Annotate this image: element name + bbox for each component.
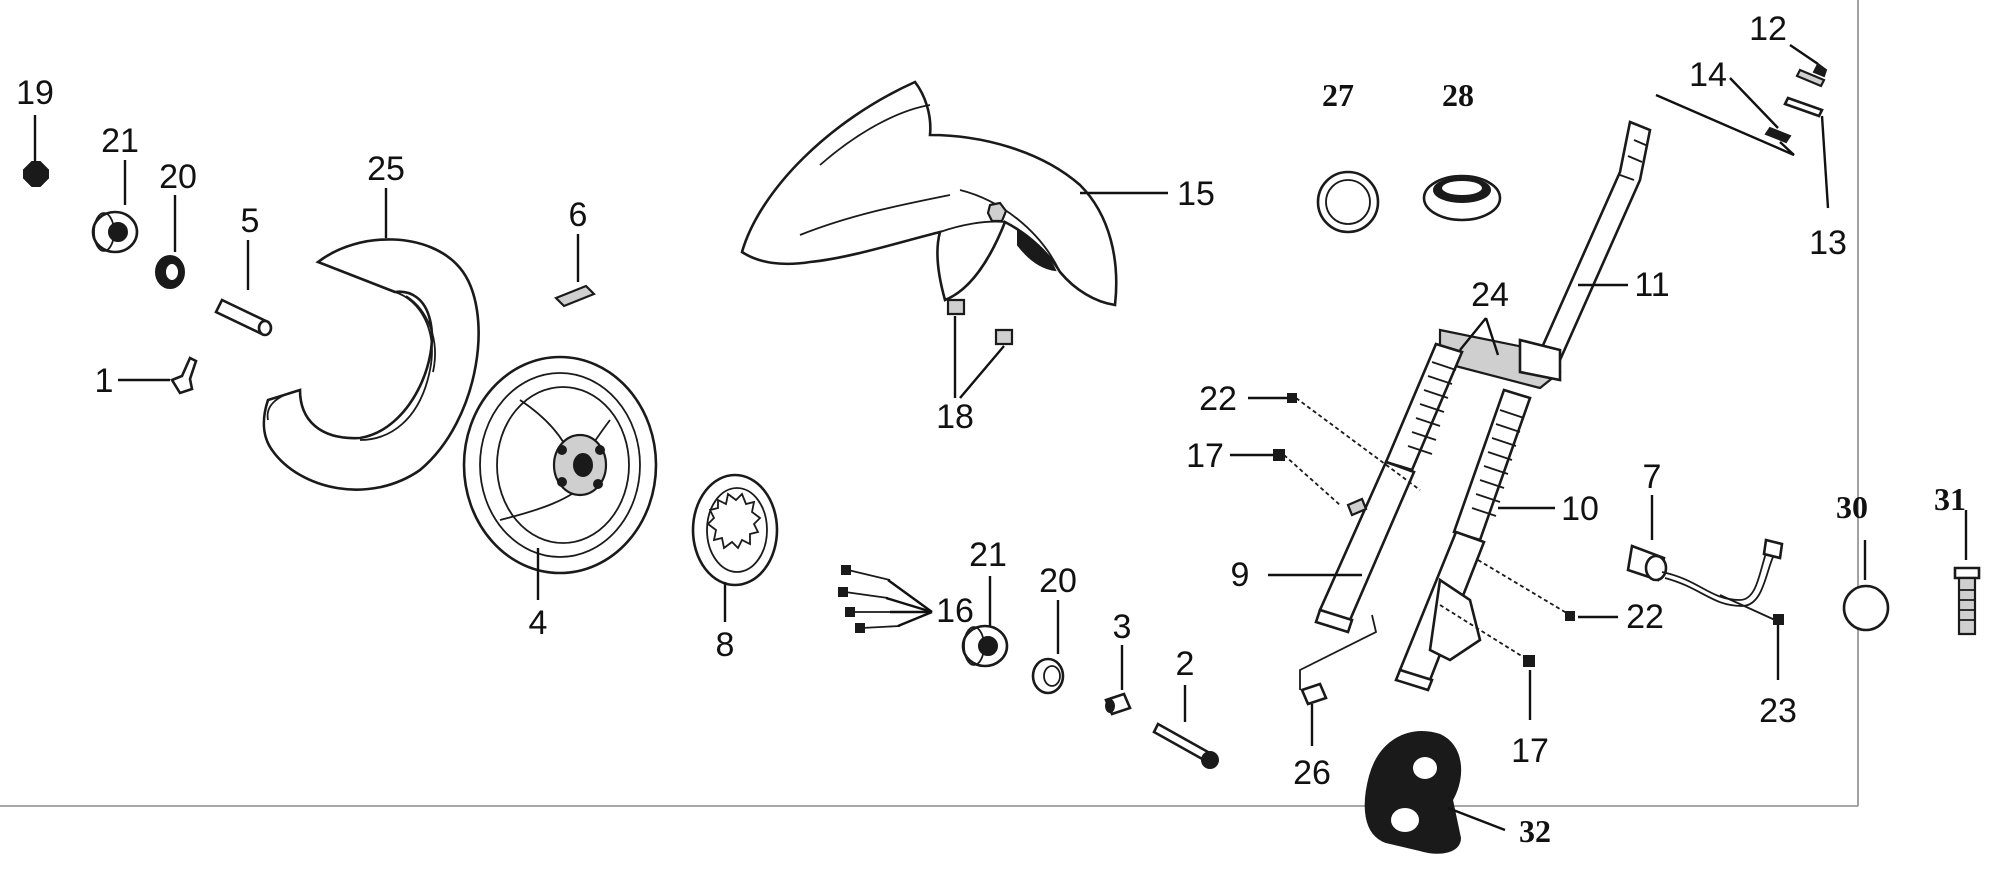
label-21-left: 21: [101, 122, 139, 160]
label-31: 31: [1934, 481, 1966, 517]
label-13: 13: [1809, 224, 1847, 262]
part-13-washer: [1783, 96, 1830, 209]
label-26: 26: [1293, 754, 1331, 792]
part-32-bracket: [1364, 731, 1506, 854]
label-5: 5: [241, 202, 260, 240]
label-20-left: 20: [159, 158, 197, 196]
part-9-fork-leg-left: [1268, 342, 1464, 634]
part-5-axle-sleeve: [214, 240, 273, 337]
label-20-right: 20: [1039, 562, 1077, 600]
label-3: 3: [1113, 608, 1132, 646]
part-21-bearing-right: [961, 576, 1009, 668]
part-20-spacer-left: [155, 195, 185, 289]
part-14-cotter: [1655, 77, 1795, 157]
label-28: 28: [1442, 77, 1474, 113]
label-7: 7: [1643, 458, 1662, 496]
part-labels: 19 21 20 5 25 6 1 4 15 18 8 16 21 20 3 2…: [16, 10, 1966, 849]
label-19: 19: [16, 74, 54, 112]
part-30-o-ring: [1842, 540, 1890, 632]
label-18: 18: [936, 398, 974, 436]
part-6-key: [554, 234, 596, 308]
part-3-collar: [1104, 645, 1132, 716]
label-4: 4: [529, 604, 548, 642]
part-21-bearing-left: [91, 160, 139, 254]
part-12-pin: [1789, 44, 1828, 88]
part-17-bolt-lower: [1439, 604, 1535, 720]
part-17-bolt-upper: [1230, 449, 1341, 506]
label-32: 32: [1519, 813, 1551, 849]
label-23: 23: [1759, 692, 1797, 730]
label-25: 25: [367, 150, 405, 188]
part-31-bolt: [1953, 510, 1981, 636]
label-30: 30: [1836, 489, 1868, 525]
label-15: 15: [1177, 175, 1215, 213]
label-10: 10: [1561, 490, 1599, 528]
label-2: 2: [1176, 645, 1195, 683]
part-28-dust-seal: [1422, 174, 1502, 222]
label-24: 24: [1471, 276, 1509, 314]
part-25-tire: [262, 188, 480, 491]
part-27-oil-seal: [1316, 170, 1380, 234]
label-16: 16: [936, 592, 974, 630]
label-17-upper: 17: [1186, 437, 1224, 475]
label-22-lower: 22: [1626, 598, 1664, 636]
part-1-valve: [118, 356, 198, 395]
label-9: 9: [1231, 556, 1250, 594]
part-16-disc-bolts: [838, 565, 933, 633]
part-11-steering-stem: [1438, 120, 1652, 390]
part-22-bolt-upper: [1248, 393, 1421, 491]
frame-lines: [0, 0, 1859, 807]
part-18-clips: [946, 298, 1014, 399]
part-4-rim: [462, 355, 658, 600]
part-15-front-fender: [740, 80, 1168, 307]
part-8-brake-disc: [691, 473, 779, 622]
label-1: 1: [95, 362, 114, 400]
label-17-lower: 17: [1511, 732, 1549, 770]
part-2-axle: [1152, 685, 1219, 769]
label-8: 8: [716, 626, 735, 664]
label-12: 12: [1749, 10, 1787, 48]
part-26-clamp: [1299, 614, 1378, 746]
part-22-bolt-lower: [1477, 559, 1618, 621]
label-21-right: 21: [969, 536, 1007, 574]
label-14: 14: [1689, 56, 1727, 94]
label-6: 6: [569, 196, 588, 234]
label-27: 27: [1322, 77, 1354, 113]
part-7-speed-sensor: [1626, 495, 1784, 607]
part-24-leaders: [1459, 317, 1500, 356]
part-19-cap: [23, 115, 49, 187]
part-23-screw: [1719, 594, 1784, 680]
label-11: 11: [1634, 266, 1669, 304]
label-22-upper: 22: [1199, 380, 1237, 418]
part-20-spacer-right: [1031, 600, 1065, 695]
